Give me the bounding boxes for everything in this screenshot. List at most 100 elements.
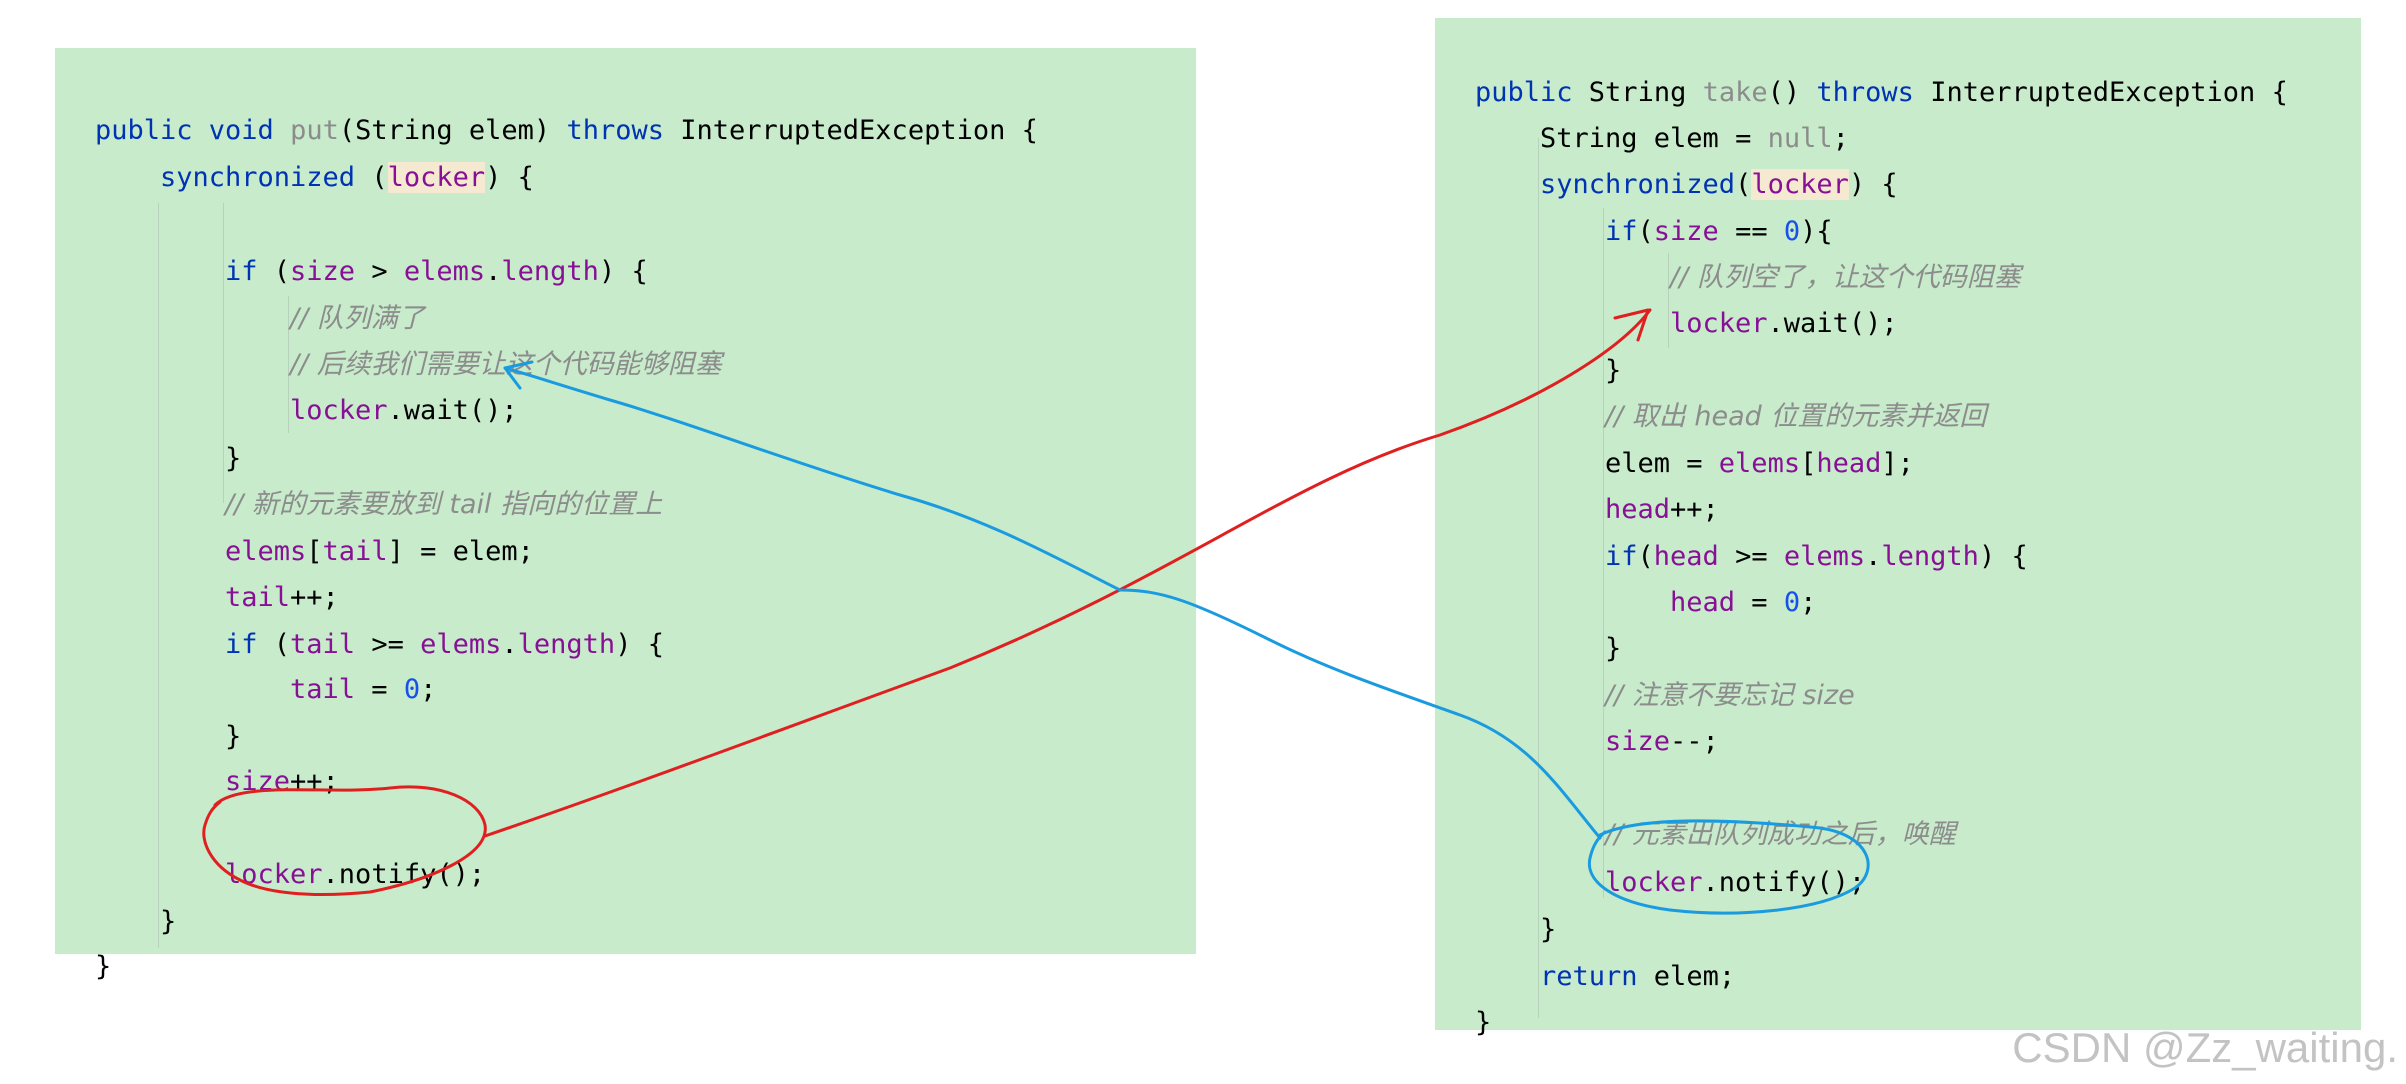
code-token: length (1881, 541, 1979, 572)
code-token: ( (1735, 169, 1752, 200)
code-token: ) { (615, 629, 664, 660)
code-token: tail (449, 489, 492, 520)
code-token: ; (1832, 123, 1849, 154)
indent-guide (1668, 253, 1669, 348)
code-line-p6: locker.wait(); (290, 388, 518, 434)
code-token: locker (1605, 867, 1703, 898)
code-line-p3: if (size > elems.length) { (225, 249, 648, 295)
code-line-t13: } (1605, 626, 1621, 672)
code-token: // 取出 (1605, 401, 1695, 432)
code-line-t15: size--; (1605, 719, 1719, 765)
code-token: () (1767, 77, 1817, 108)
code-token: (String elem) (338, 115, 567, 146)
code-line-t16: // 元素出队列成功之后，唤醒 (1605, 812, 1956, 858)
code-token: } (1605, 633, 1622, 664)
code-token: take (1702, 77, 1768, 108)
code-token: ++; (290, 766, 339, 797)
code-line-t14: // 注意不要忘记 size (1605, 673, 1855, 719)
code-token: size (1605, 726, 1671, 757)
code-token: // 后续我们需要让这个代码能够阻塞 (290, 349, 722, 380)
code-token: // 元素出队列成功之后，唤醒 (1605, 819, 1956, 850)
code-token: } (1540, 914, 1557, 945)
code-token: ( (257, 256, 291, 287)
indent-guide (158, 203, 159, 948)
code-token: tail (225, 582, 291, 613)
code-token: throws (566, 115, 664, 146)
code-token: head (1670, 587, 1736, 618)
code-token: ( (355, 162, 388, 193)
code-line-t5: // 队列空了，让这个代码阻塞 (1670, 255, 2021, 301)
code-line-t2: String elem = null; (1540, 116, 1849, 162)
code-token: synchronized (160, 162, 356, 193)
code-token: ) { (1978, 541, 2028, 572)
code-line-t19: return elem; (1540, 954, 1735, 1000)
indent-guide (1538, 138, 1539, 1018)
code-line-t1: public String take() throws InterruptedE… (1475, 70, 2288, 116)
code-token: locker (387, 162, 486, 193)
code-token: String elem = (1540, 123, 1768, 154)
code-token: // 注意不要忘记 (1605, 680, 1803, 711)
code-token: [ (306, 536, 323, 567)
code-line-t17: locker.notify(); (1605, 860, 1865, 906)
code-line-p9: elems[tail] = elem; (225, 529, 534, 575)
code-token: size (290, 256, 356, 287)
code-token: 指向的位置上 (491, 489, 663, 520)
code-token: tail (290, 674, 356, 705)
code-line-t18: } (1540, 907, 1556, 953)
code-line-p13: } (225, 714, 241, 760)
code-line-t3: synchronized(locker) { (1540, 162, 1898, 208)
code-line-t12: head = 0; (1670, 580, 1816, 626)
code-line-t8: // 取出 head 位置的元素并返回 (1605, 394, 1986, 440)
code-token: return (1540, 961, 1638, 992)
code-token: head (1816, 448, 1882, 479)
code-token: head (1694, 401, 1762, 432)
code-line-p4: // 队列满了 (290, 296, 425, 342)
put-code-block: public void put(String elem) throws Inte… (55, 48, 1196, 982)
code-token: } (225, 443, 242, 474)
code-line-p8: // 新的元素要放到 tail 指向的位置上 (225, 482, 662, 528)
code-token: size (1802, 680, 1855, 711)
code-line-p10: tail++; (225, 575, 339, 621)
code-token: locker (1751, 169, 1849, 200)
code-line-t4: if(size == 0){ (1605, 209, 1833, 255)
code-token: . (1865, 541, 1882, 572)
code-token: 0 (1783, 587, 1801, 618)
code-token: == (1718, 216, 1784, 247)
code-token: ) { (485, 162, 534, 193)
code-line-p2: synchronized (locker) { (160, 155, 534, 201)
code-token: if (225, 629, 258, 660)
code-token: --; (1670, 726, 1719, 757)
code-token: ( (1637, 216, 1654, 247)
code-token: .wait(); (1767, 308, 1898, 339)
code-token: .notify(); (322, 859, 486, 890)
code-token: >= (355, 629, 421, 660)
put-method-code-panel: public void put(String elem) throws Inte… (55, 48, 1196, 982)
code-token: elems (225, 536, 307, 567)
code-token: if (1605, 216, 1638, 247)
code-token: ] = elem; (387, 536, 534, 567)
code-token: ( (1637, 541, 1654, 572)
take-method-code-panel: public String take() throws InterruptedE… (1435, 18, 2361, 1038)
indent-guide (1603, 208, 1604, 898)
code-token: 0 (1783, 216, 1801, 247)
code-token: locker (1670, 308, 1768, 339)
code-line-p17: } (95, 944, 111, 990)
code-token: .wait(); (387, 395, 518, 426)
indent-guide (223, 203, 224, 503)
code-token: tail (322, 536, 388, 567)
code-token: ; (420, 674, 437, 705)
code-line-t20: } (1475, 1000, 1491, 1046)
code-token: ++; (290, 582, 339, 613)
code-token: put (290, 115, 339, 146)
code-token: elems (1718, 448, 1801, 479)
code-token: elem; (1637, 961, 1736, 992)
code-token: // 队列满了 (290, 303, 425, 334)
code-token: elems (403, 256, 486, 287)
code-line-p7: } (225, 436, 241, 482)
code-token: = (355, 674, 404, 705)
code-token: } (160, 906, 177, 937)
code-token: InterruptedException { (1913, 77, 2288, 108)
take-code-block: public String take() throws InterruptedE… (1435, 18, 2361, 1038)
code-line-p15: locker.notify(); (225, 852, 485, 898)
code-line-p11: if (tail >= elems.length) { (225, 622, 664, 668)
